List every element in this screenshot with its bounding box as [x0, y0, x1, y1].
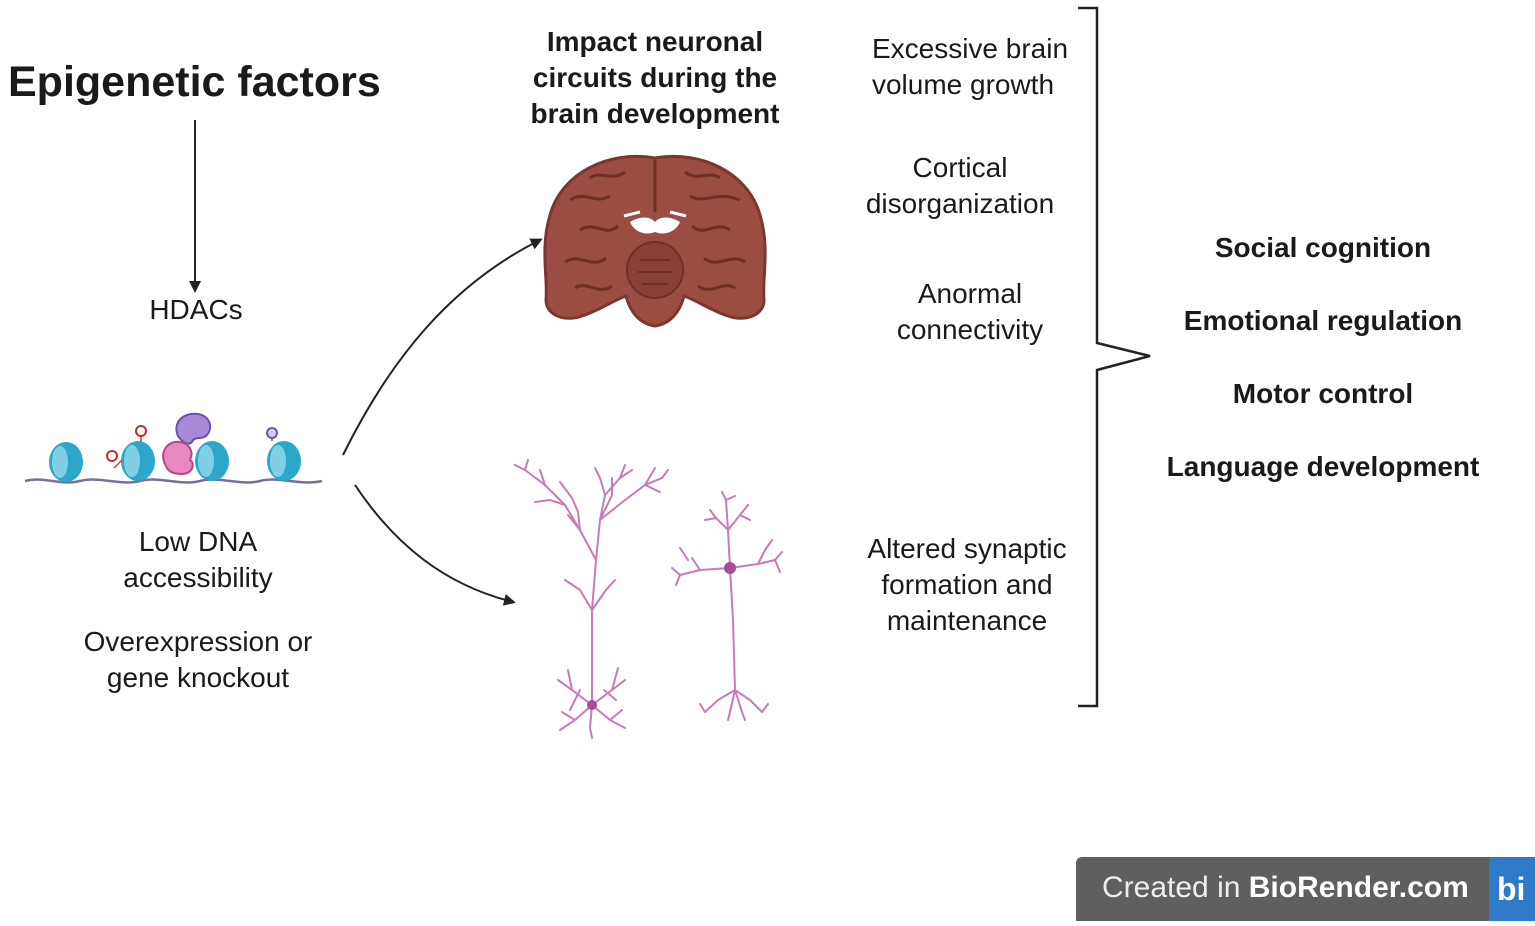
- arrow-to-neurons: [354, 484, 516, 606]
- outcome-social-cognition: Social cognition: [1214, 232, 1432, 263]
- histone-mark-icon: [266, 427, 278, 439]
- overexpression-label: Overexpression or gene knockout: [48, 624, 348, 696]
- nucleosome-4: [267, 441, 301, 481]
- effect-cortical: Cortical disorganization: [820, 150, 1100, 222]
- stellate-neuron-icon: [671, 491, 783, 721]
- histone-mark-icon: [135, 425, 147, 437]
- effect-synaptic-line-3: maintenance: [886, 605, 1048, 636]
- low-dna-line-2: accessibility: [123, 562, 273, 593]
- hdacs-label: HDACs: [149, 294, 243, 325]
- hdac-pink-icon: [162, 440, 194, 476]
- effect-synaptic-line-1: Altered synaptic: [867, 533, 1067, 564]
- badge-text: Created in BioRender.com: [1102, 871, 1469, 905]
- histone-mark-icon: [106, 450, 118, 462]
- effect-brain-volume-line-1: Excessive brain: [871, 33, 1069, 64]
- nucleosome-2: [121, 441, 155, 481]
- effect-brain-volume: Excessive brain volume growth: [830, 31, 1110, 103]
- badge-brand: BioRender.com: [1248, 871, 1469, 904]
- biorender-logo-icon: bi: [1489, 857, 1535, 921]
- pyramidal-neuron-icon: [514, 459, 669, 739]
- nucleosome-1: [49, 442, 83, 482]
- effects-bracket: [1078, 6, 1151, 708]
- biorender-badge[interactable]: Created in BioRender.com bi: [1076, 857, 1535, 921]
- effect-synaptic-line-2: formation and: [881, 569, 1053, 600]
- title: Epigenetic factors: [8, 58, 381, 106]
- effect-cortical-line-2: disorganization: [865, 188, 1055, 219]
- brain-icon: [543, 154, 767, 328]
- arrow-to-brain: [342, 238, 543, 456]
- effect-synaptic: Altered synaptic formation and maintenan…: [827, 531, 1107, 639]
- impact-line-3: brain development: [530, 98, 780, 129]
- chromatin-icon: [24, 412, 323, 484]
- impact-line-1: Impact neuronal: [546, 26, 764, 57]
- effect-connectivity-line-2: connectivity: [896, 314, 1044, 345]
- effect-cortical-line-1: Cortical: [912, 152, 1008, 183]
- outcome-emotional-regulation: Emotional regulation: [1183, 305, 1463, 336]
- effect-connectivity: Anormal connectivity: [830, 276, 1110, 348]
- nucleosome-3: [195, 441, 229, 481]
- impact-heading: Impact neuronal circuits during the brai…: [505, 24, 805, 132]
- overexpression-line-2: gene knockout: [106, 662, 290, 693]
- effect-brain-volume-line-2: volume growth: [871, 69, 1055, 100]
- overexpression-line-1: Overexpression or: [83, 626, 313, 657]
- badge-prefix: Created in: [1102, 871, 1249, 904]
- outcome-motor-control: Motor control: [1232, 378, 1414, 409]
- outcome-language-development: Language development: [1166, 451, 1480, 482]
- low-dna-line-1: Low DNA: [138, 526, 258, 557]
- low-dna-label: Low DNA accessibility: [48, 524, 348, 596]
- hdac-purple-icon: [175, 412, 212, 445]
- effect-connectivity-line-1: Anormal: [917, 278, 1023, 309]
- impact-line-2: circuits during the: [532, 62, 778, 93]
